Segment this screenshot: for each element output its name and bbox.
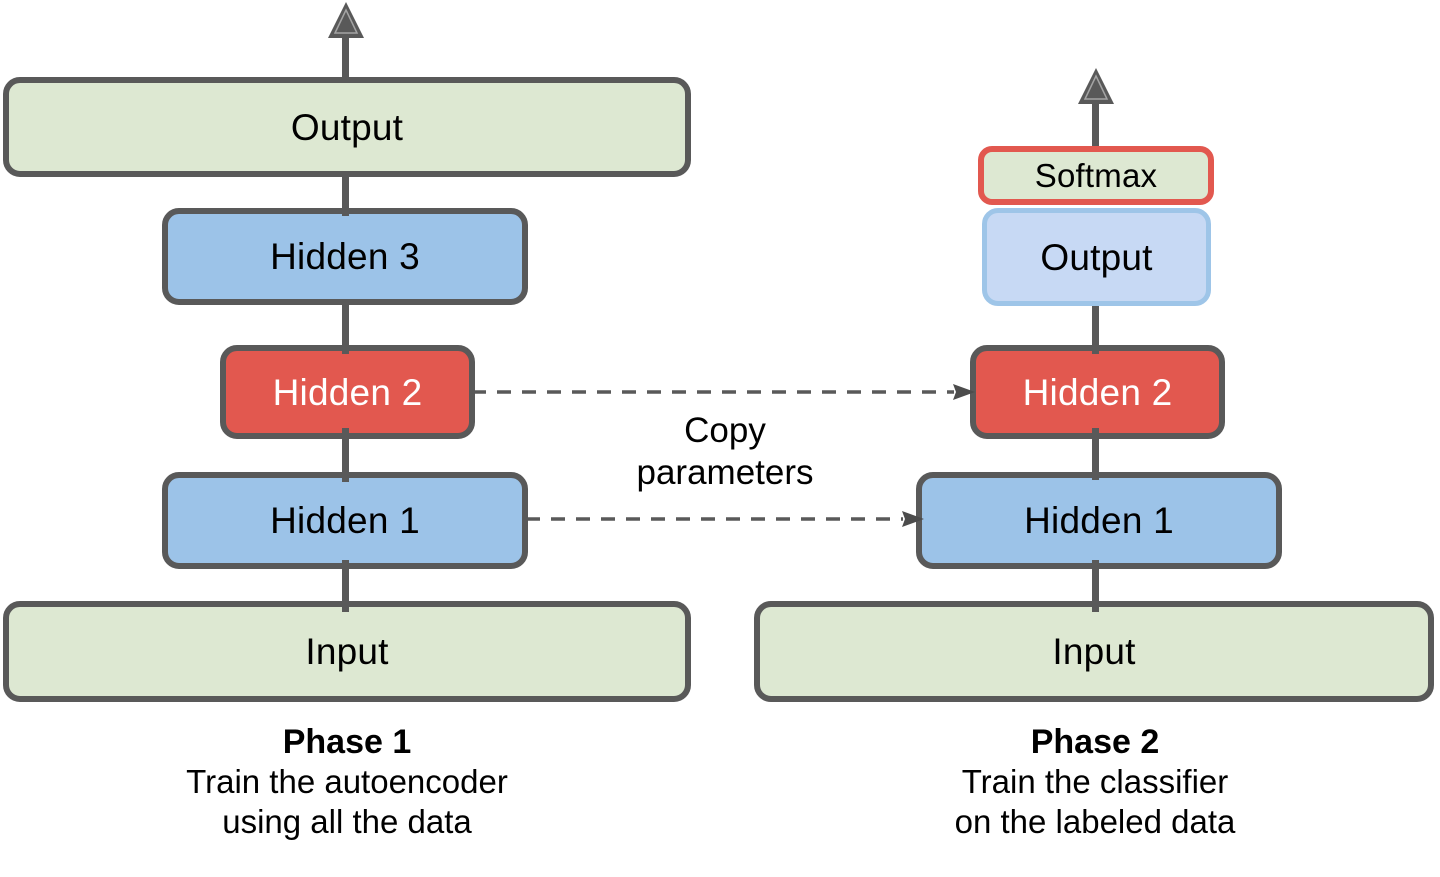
phase1-hidden3-node[interactable]: Hidden 3	[162, 208, 528, 305]
phase2-connector-output-hidden2	[1092, 298, 1099, 354]
phase1-caption-title: Phase 1	[282, 723, 412, 761]
phase2-hidden1-label: Hidden 1	[1024, 500, 1174, 541]
phase1-hidden1-label: Hidden 1	[270, 500, 420, 541]
phase1-input-label: Input	[305, 631, 389, 672]
copy-parameters-line2: parameters	[636, 453, 814, 492]
phase2-hidden2-node[interactable]: Hidden 2	[970, 345, 1225, 439]
phase2-output-node[interactable]: Output	[982, 208, 1211, 306]
phase2-softmax-node[interactable]: Softmax	[978, 146, 1214, 205]
phase1-hidden2-node[interactable]: Hidden 2	[220, 345, 475, 439]
phase2-connector-hidden2-hidden1	[1092, 428, 1099, 480]
phase1-output-node[interactable]: Output	[3, 77, 691, 177]
phase2-hidden2-label: Hidden 2	[1022, 371, 1173, 413]
phase1-output-arrowhead	[328, 2, 364, 38]
phase2-caption-line1: Train the classifier	[961, 763, 1229, 801]
phase1-output-label: Output	[290, 106, 404, 148]
phase2-input-node[interactable]: Input	[754, 601, 1434, 702]
phase1-hidden2-label: Hidden 2	[272, 371, 423, 413]
phase1-caption-line1: Train the autoencoder	[186, 763, 508, 801]
phase2-softmax-arrow-stem	[1092, 92, 1099, 154]
phase1-hidden1-node[interactable]: Hidden 1	[162, 472, 528, 569]
copy-arrow-hidden2	[472, 384, 975, 400]
phase2-connector-hidden1-input	[1092, 560, 1099, 612]
copy-arrow-hidden1	[526, 511, 924, 527]
phase1-input-node[interactable]: Input	[3, 601, 691, 702]
phase2-caption-line2: on the labeled data	[954, 803, 1236, 841]
phase2-caption-title: Phase 2	[1030, 723, 1160, 761]
phase2-caption: Phase 2 Train the classifier on the labe…	[795, 722, 1395, 843]
phase1-connector-hidden2-hidden1	[342, 428, 349, 482]
phase1-output-arrow-stem	[342, 26, 349, 82]
phase1-connector-hidden1-input	[342, 560, 349, 612]
copy-parameters-label: Copy parameters	[560, 410, 890, 494]
phase1-connector-hidden3-hidden2	[342, 300, 349, 354]
phase1-connector-output-hidden3	[342, 176, 349, 216]
copy-parameters-line1: Copy	[684, 411, 766, 450]
phase2-softmax-arrowhead	[1078, 68, 1114, 104]
phase1-hidden3-label: Hidden 3	[270, 236, 420, 277]
phase1-caption-line2: using all the data	[222, 803, 472, 841]
phase2-output-label: Output	[1040, 236, 1153, 278]
phase2-input-label: Input	[1052, 631, 1136, 672]
phase2-hidden1-node[interactable]: Hidden 1	[916, 472, 1282, 569]
phase1-caption: Phase 1 Train the autoencoder using all …	[47, 722, 647, 843]
phase2-softmax-label: Softmax	[1034, 157, 1158, 194]
